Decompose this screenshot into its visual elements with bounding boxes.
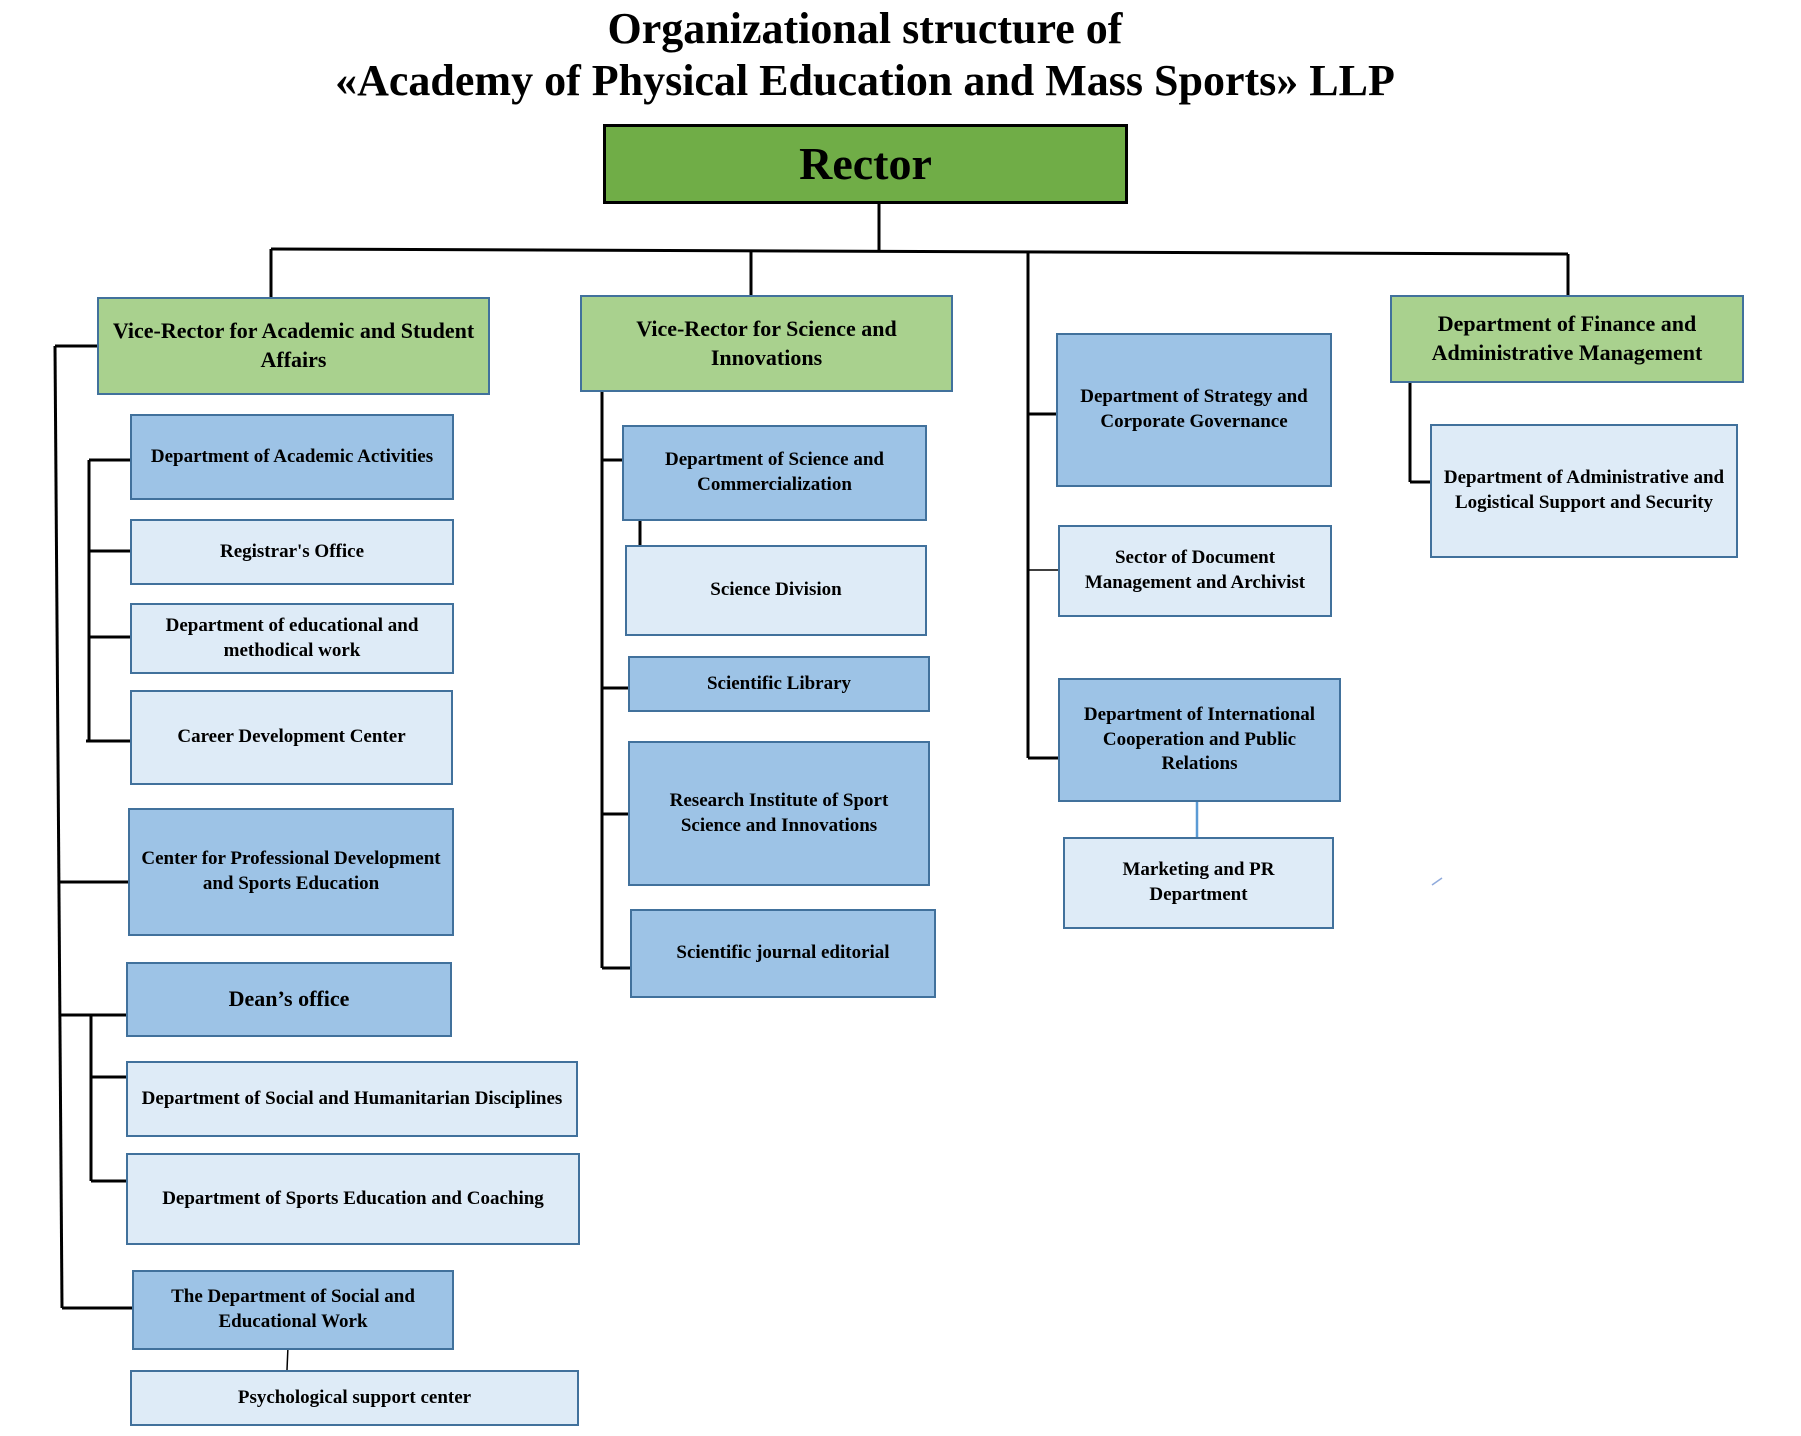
international-cooperation-box: Department of International Cooperation … <box>1058 678 1341 802</box>
academic-activities-box: Department of Academic Activities <box>130 414 454 500</box>
strategy-governance-box: Department of Strategy and Corporate Gov… <box>1056 333 1332 487</box>
research-institute-box: Research Institute of Sport Science and … <box>628 741 930 886</box>
journal-editorial-box: Scientific journal editorial <box>630 909 936 998</box>
rector-box: Rector <box>603 124 1128 204</box>
scientific-library-box: Scientific Library <box>628 656 930 712</box>
social-educational-work-box: The Department of Social and Educational… <box>132 1270 454 1350</box>
vice-rector-science-box: Vice-Rector for Science and Innovations <box>580 295 953 392</box>
science-division-box: Science Division <box>625 545 927 636</box>
educational-methodical-box: Department of educational and methodical… <box>130 603 454 674</box>
science-commercialization-box: Department of Science and Commercializat… <box>622 425 927 521</box>
career-center-box: Career Development Center <box>130 690 453 785</box>
marketing-pr-box: Marketing and PR Department <box>1063 837 1334 929</box>
psychological-support-box: Psychological support center <box>130 1370 579 1426</box>
professional-development-box: Center for Professional Development and … <box>128 808 454 936</box>
deans-office-box: Dean’s office <box>126 962 452 1037</box>
finance-department-box: Department of Finance and Administrative… <box>1390 295 1744 383</box>
social-humanitarian-box: Department of Social and Humanitarian Di… <box>126 1061 578 1137</box>
vice-rector-academic-box: Vice-Rector for Academic and Student Aff… <box>97 297 490 395</box>
document-management-box: Sector of Document Management and Archiv… <box>1058 525 1332 617</box>
registrar-office-box: Registrar's Office <box>130 519 454 585</box>
administrative-support-box: Department of Administrative and Logisti… <box>1430 424 1738 558</box>
sports-education-coaching-box: Department of Sports Education and Coach… <box>126 1153 580 1245</box>
chart-title-line-2: «Academy of Physical Education and Mass … <box>335 56 1395 105</box>
chart-title-line-1: Organizational structure of <box>607 4 1123 53</box>
